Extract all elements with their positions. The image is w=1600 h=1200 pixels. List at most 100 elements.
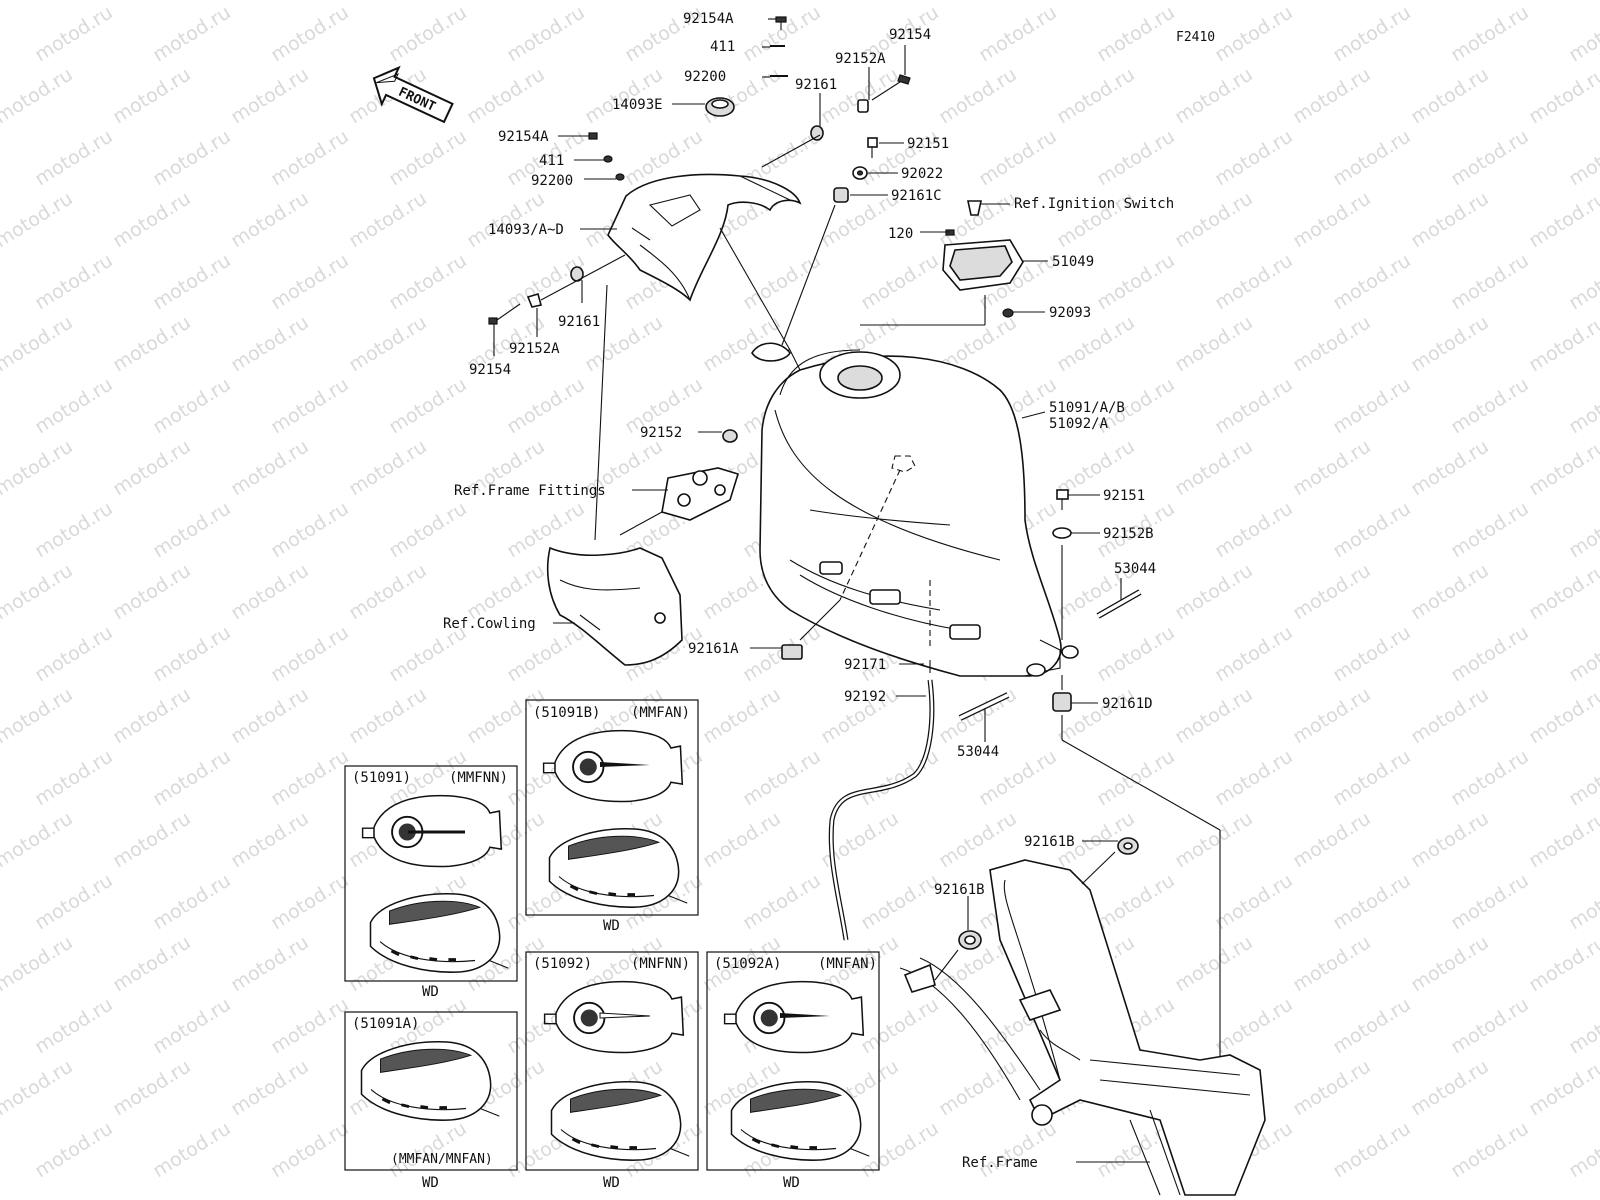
watermark-text: motod.ru — [227, 1055, 313, 1120]
watermark-text: motod.ru — [1053, 311, 1139, 376]
variant-caption: WD — [422, 1175, 439, 1191]
watermark-text: motod.ru — [109, 0, 195, 4]
watermark-text: motod.ru — [503, 373, 589, 438]
watermark-text: motod.ru — [0, 559, 77, 624]
watermark-text: motod.ru — [1329, 125, 1415, 190]
watermark-text: motod.ru — [1525, 0, 1600, 4]
watermark-text: motod.ru — [503, 1, 589, 66]
callout-92161B-right: 92161B — [1024, 834, 1075, 850]
frame-fittings-drawing — [619, 467, 740, 536]
watermark-text: motod.ru — [1289, 63, 1375, 128]
watermark-text: motod.ru — [739, 249, 825, 314]
variant-model: (MNFAN) — [818, 956, 877, 972]
watermark-text: motod.ru — [1093, 745, 1179, 810]
watermark-text: motod.ru — [149, 1117, 235, 1182]
callout-ref-frame-fittings: Ref.Frame Fittings — [454, 483, 606, 499]
watermark-text: motod.ru — [1447, 125, 1533, 190]
watermark-text: motod.ru — [1289, 311, 1375, 376]
watermark-text: motod.ru — [109, 1055, 195, 1120]
watermark-text: motod.ru — [385, 125, 471, 190]
watermark-text: motod.ru — [1093, 621, 1179, 686]
variant-caption: WD — [783, 1175, 800, 1191]
variant-code: (51091) — [352, 770, 411, 786]
callout-92161D: 92161D — [1102, 696, 1153, 712]
callout-92152: 92152 — [640, 425, 682, 441]
cowling-drawing — [546, 546, 683, 666]
variant-box-51091A: (51091A) (MMFAN/MNFAN) WD — [344, 1011, 518, 1191]
watermark-text: motod.ru — [1565, 621, 1600, 686]
watermark-text: motod.ru — [1525, 311, 1600, 376]
watermark-text: motod.ru — [1407, 807, 1493, 872]
watermark-text: motod.ru — [1565, 125, 1600, 190]
watermark-text: motod.ru — [1407, 187, 1493, 252]
callout-92154-top: 92154 — [889, 27, 931, 43]
variant-model: (MMFNN) — [449, 770, 508, 786]
watermark-text: motod.ru — [1211, 125, 1297, 190]
watermark-text: motod.ru — [31, 373, 117, 438]
watermark-text: motod.ru — [739, 869, 825, 934]
watermark-text: motod.ru — [267, 1117, 353, 1182]
watermark-text: motod.ru — [109, 311, 195, 376]
watermark-text: motod.ru — [227, 931, 313, 996]
variant-model: (MNFNN) — [631, 956, 690, 972]
watermark-text: motod.ru — [1565, 1, 1600, 66]
watermark-text: motod.ru — [1289, 435, 1375, 500]
watermark-text: motod.ru — [0, 1055, 77, 1120]
callout-120: 120 — [888, 226, 913, 242]
watermark-text: motod.ru — [227, 311, 313, 376]
variant-box-51091: (51091) (MMFNN) WD — [344, 765, 518, 1000]
variant-code: (51091A) — [352, 1016, 419, 1032]
watermark-text: motod.ru — [1171, 435, 1257, 500]
callout-92151-right: 92151 — [1103, 488, 1145, 504]
callout-92161-left: 92161 — [558, 314, 600, 330]
rubber-92152 — [722, 429, 738, 443]
watermark-text: motod.ru — [1565, 497, 1600, 562]
watermark-text: motod.ru — [1329, 745, 1415, 810]
watermark-text: motod.ru — [0, 0, 77, 4]
callout-92200-left: 92200 — [531, 173, 573, 189]
variant-code: (51092) — [533, 956, 592, 972]
watermark-text: motod.ru — [1407, 311, 1493, 376]
callout-92152A-top: 92152A — [835, 51, 886, 67]
watermark-text: motod.ru — [31, 497, 117, 562]
watermark-text: motod.ru — [149, 621, 235, 686]
watermark-text: motod.ru — [149, 1, 235, 66]
watermark-text: motod.ru — [1329, 373, 1415, 438]
watermark-text: motod.ru — [227, 63, 313, 128]
watermark-text: motod.ru — [267, 373, 353, 438]
watermark-text: motod.ru — [1447, 869, 1533, 934]
watermark-text: motod.ru — [1329, 1, 1415, 66]
watermark-text: motod.ru — [1407, 63, 1493, 128]
variant-code: (51092A) — [714, 956, 781, 972]
watermark-text: motod.ru — [1525, 187, 1600, 252]
watermark-text: motod.ru — [31, 249, 117, 314]
watermark-text: motod.ru — [699, 0, 785, 4]
watermark-text: motod.ru — [1525, 683, 1600, 748]
watermark-text: motod.ru — [463, 63, 549, 128]
watermark-text: motod.ru — [1171, 187, 1257, 252]
watermark-text: motod.ru — [1525, 1055, 1600, 1120]
watermark-text: motod.ru — [1447, 993, 1533, 1058]
watermark-text: motod.ru — [1053, 63, 1139, 128]
watermark-text: motod.ru — [31, 993, 117, 1058]
watermark-text: motod.ru — [857, 745, 943, 810]
watermark-text: motod.ru — [0, 807, 77, 872]
watermark-text: motod.ru — [1407, 435, 1493, 500]
callout-92152A-left: 92152A — [509, 341, 560, 357]
watermark-text: motod.ru — [1565, 373, 1600, 438]
watermark-text: motod.ru — [1447, 1117, 1533, 1182]
watermark-text: motod.ru — [109, 187, 195, 252]
watermark-text: motod.ru — [1407, 931, 1493, 996]
watermark-text: motod.ru — [1093, 1, 1179, 66]
callout-92154A-left: 92154A — [498, 129, 549, 145]
watermark-text: motod.ru — [1447, 249, 1533, 314]
variant-box-51091B: (51091B) (MMFAN) WD — [525, 699, 699, 934]
watermark-text: motod.ru — [267, 125, 353, 190]
watermark-text: motod.ru — [0, 435, 77, 500]
watermark-text: motod.ru — [1211, 373, 1297, 438]
watermark-text: motod.ru — [267, 621, 353, 686]
watermark-text: motod.ru — [149, 125, 235, 190]
callout-92161C: 92161C — [891, 188, 942, 204]
watermark-text: motod.ru — [267, 993, 353, 1058]
watermark-text: motod.ru — [699, 807, 785, 872]
